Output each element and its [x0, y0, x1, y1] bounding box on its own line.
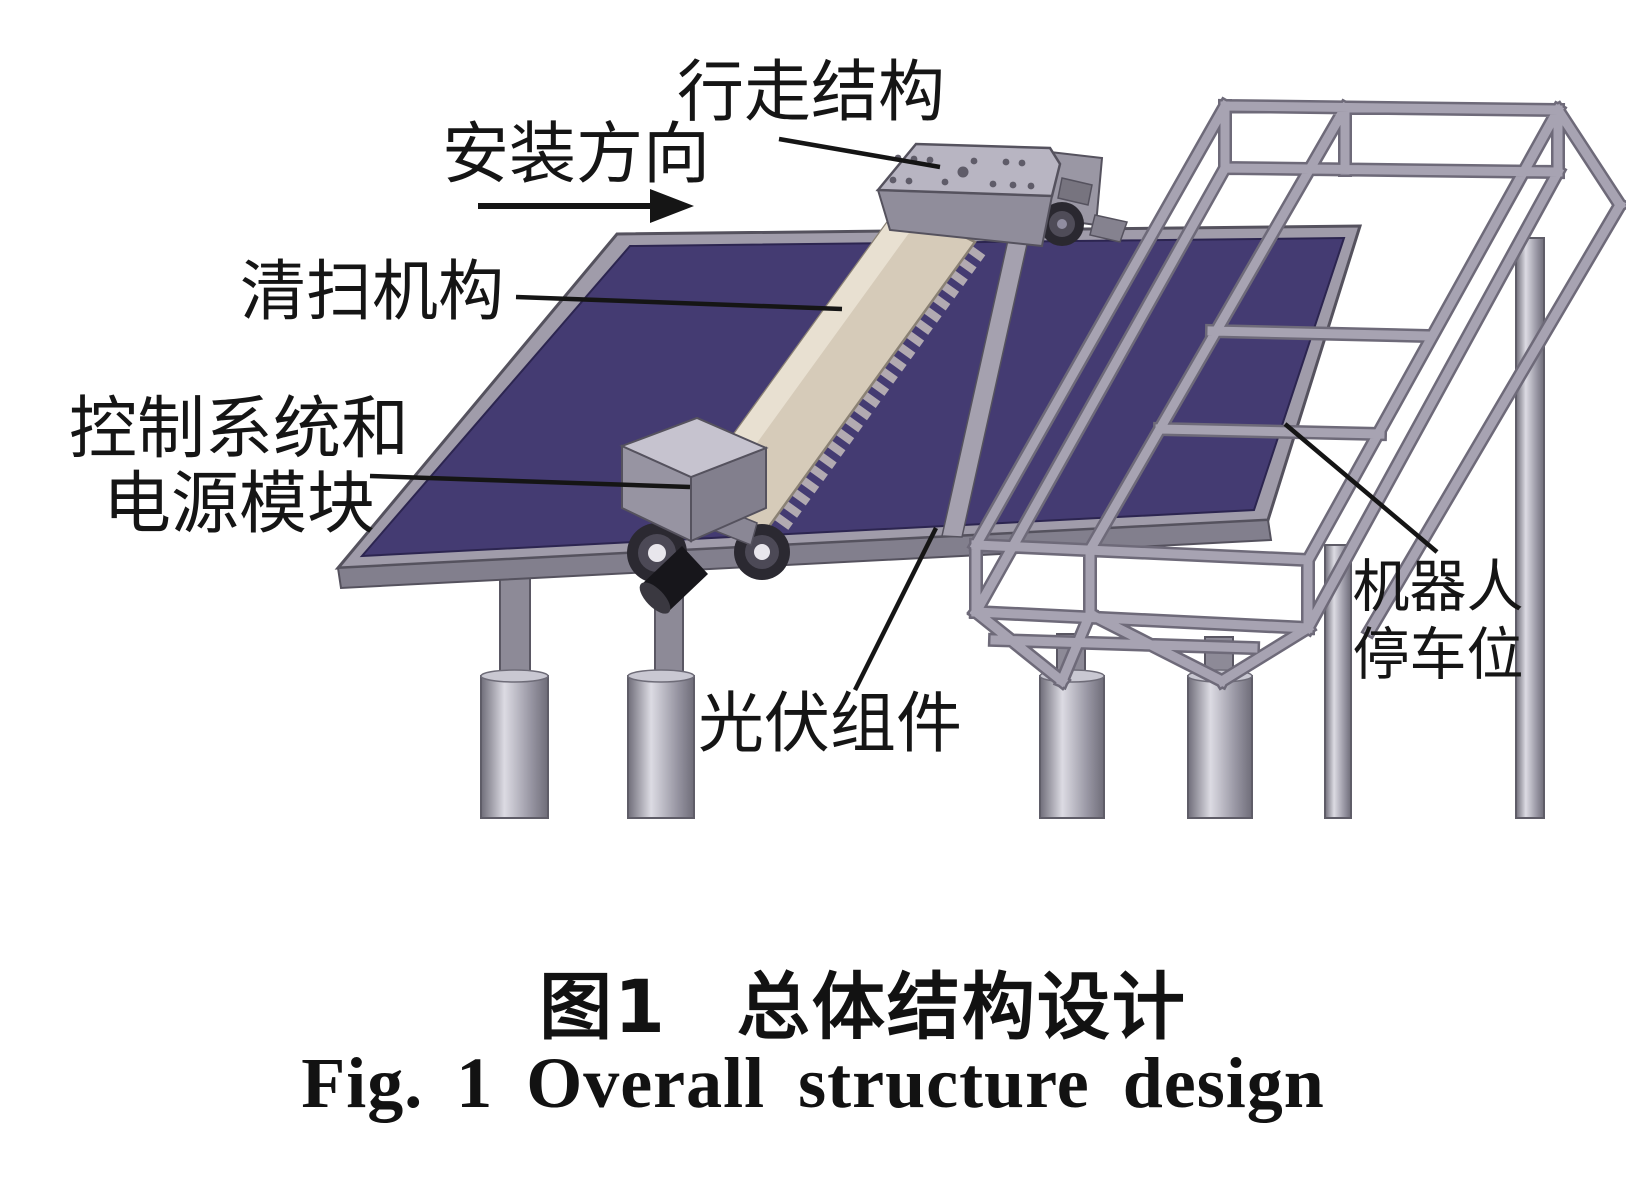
parking-rack: [976, 106, 1620, 819]
label-robot-parking-line2: 停车位: [1352, 624, 1524, 687]
leg-cylinder: [480, 675, 549, 819]
caption-zh-fignum: 图1: [539, 965, 667, 1050]
caster-wheel-hub: [648, 544, 666, 562]
label-robot-parking-line1: 机器人: [1352, 556, 1524, 619]
caption-zh-title: 总体结构设计: [736, 965, 1187, 1050]
brush-motor-cap: [639, 582, 671, 614]
control-box-top: [619, 416, 769, 479]
leg-cylinder: [1187, 675, 1253, 819]
rack-post: [1515, 237, 1545, 819]
leader-robot-parking: [1283, 422, 1439, 554]
label-walking-structure: 行走结构: [677, 56, 945, 130]
install-direction-arrow: [478, 189, 694, 223]
arrowhead-icon: [650, 189, 694, 223]
label-cleaning-mechanism: 清扫机构: [240, 256, 504, 329]
label-control-power-line2: 电源模块: [102, 466, 375, 542]
cleaning-bar-top-face: [690, 205, 922, 505]
leader-pv-module: [852, 526, 939, 692]
leg-cylinder: [1039, 675, 1105, 819]
walking-unit-screw: [1057, 177, 1093, 206]
caster-wheel-hub: [754, 544, 770, 560]
walking-unit: [875, 142, 1128, 248]
drive-roller-hub: [1057, 219, 1067, 229]
control-unit: [619, 416, 790, 614]
leg-cylinder: [627, 675, 695, 819]
leader-control-module: [369, 473, 691, 490]
caption-zh: 图1 总体结构设计: [0, 948, 1626, 1054]
cleaning-robot: [619, 142, 1128, 614]
label-install-direction: 安装方向: [442, 118, 710, 192]
label-control-power-module: 控制系统和 电源模块: [56, 392, 422, 542]
support-legs: [480, 559, 1253, 819]
leg-cap: [627, 669, 695, 683]
leader-walking-structure: [778, 136, 941, 170]
label-control-power-line1: 控制系统和: [68, 391, 409, 467]
leader-cleaning-mechanism: [515, 294, 843, 312]
label-pv-module: 光伏组件: [698, 688, 962, 761]
leg-cap: [480, 669, 549, 683]
annotation-lines: [369, 136, 1439, 692]
caption-en: Fig. 1 Overall structure design: [301, 1043, 1325, 1123]
walking-unit-foot: [1089, 214, 1128, 243]
label-robot-parking: 机器人 停车位: [1348, 554, 1528, 690]
